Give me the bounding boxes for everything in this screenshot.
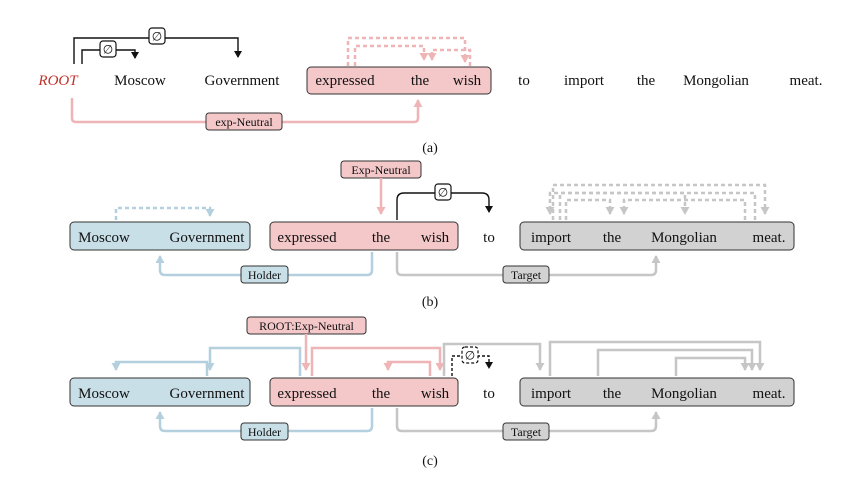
panel-c-word: the xyxy=(372,386,391,402)
panel-c-target-edge-top xyxy=(442,342,545,376)
panel-c-target-edge-top xyxy=(674,356,750,376)
panel-c-word: wish xyxy=(421,386,450,402)
panel-a-root: ROOT xyxy=(37,73,79,89)
panel-b-word: import xyxy=(531,230,572,246)
panel-b-holder-label-box xyxy=(240,265,289,284)
panel-c-caption: (c) xyxy=(422,454,438,469)
panel-b-word: the xyxy=(603,230,622,246)
panel-c-null-arc xyxy=(451,355,493,376)
panel-c-null-box xyxy=(461,346,479,364)
panel-c-holder-label: Holder xyxy=(248,425,281,439)
panel-b-word: meat. xyxy=(753,230,786,246)
panel-a-word: meat. xyxy=(790,73,823,89)
panel-a-dashed-arc-3 xyxy=(427,48,472,66)
panel-a-word: the xyxy=(411,73,430,89)
panel-b-target-dashed-arc xyxy=(619,198,747,220)
panel-a-null-box-outer xyxy=(148,27,166,45)
panel-a-null-symbol-outer: ∅ xyxy=(152,30,162,44)
panel-c-word: Moscow xyxy=(78,386,130,402)
panel-c-word: the xyxy=(603,386,622,402)
panel-b-caption: (b) xyxy=(422,295,439,310)
panel-c-target-label: Target xyxy=(511,425,542,439)
panel-b-target-box xyxy=(519,221,795,251)
panel-c-word: to xyxy=(483,386,495,402)
panel-a-word: to xyxy=(518,73,530,89)
panel-c-target-label-box xyxy=(502,422,550,441)
panel-c-holder-box xyxy=(69,377,251,407)
panel-b-holder-label: Holder xyxy=(248,268,281,282)
panel-a-caption: (a) xyxy=(422,141,438,156)
panel-c-top-label: ROOT:Exp-Neutral xyxy=(259,319,354,333)
panel-a-null-box-inner xyxy=(99,40,117,58)
panel-c-holder-edge-top xyxy=(205,346,302,376)
panel-a-word: Mongolian xyxy=(683,73,749,89)
panel-b-word: Mongolian xyxy=(651,230,717,246)
panel-b-target-dashed-arc xyxy=(545,191,757,220)
panel-b-null-symbol: ∅ xyxy=(438,186,448,200)
panel-c-word: meat. xyxy=(753,386,786,402)
panel-b-top-label: Exp-Neutral xyxy=(351,163,411,177)
panel-c-word: Mongolian xyxy=(651,386,717,402)
panel-b-target-dashed-arc xyxy=(564,198,615,220)
panel-a-word: Government xyxy=(205,73,281,89)
panel-a-expression-box xyxy=(306,66,492,95)
panel-a-word: expressed xyxy=(315,73,375,89)
panel-b-word: to xyxy=(483,230,495,246)
panel-a-exp-label: exp-Neutral xyxy=(215,115,273,129)
panel-b-word: Moscow xyxy=(78,230,130,246)
panel-c-target-edge-top xyxy=(596,348,757,376)
panel-c-holder-edge-top xyxy=(111,360,209,376)
panel-a-dashed-arc-1 xyxy=(346,36,470,66)
panel-b-word: wish xyxy=(421,230,450,246)
panel-c-expression-box xyxy=(269,377,459,407)
panel-b-target-label-box xyxy=(502,265,550,284)
panel-a: ∅ ∅ exp-Neutral ROOT Moscow Government e… xyxy=(37,27,823,156)
panel-c-target-box xyxy=(519,377,795,407)
panel-c-word: import xyxy=(531,386,572,402)
panel-b-word: Government xyxy=(170,230,246,246)
panel-b-null-box xyxy=(434,183,452,201)
panel-b-word: expressed xyxy=(277,230,337,246)
panel-b-word: the xyxy=(372,230,391,246)
panel-c-null-symbol: ∅ xyxy=(465,349,475,363)
panel-b-target-dashed-arc xyxy=(551,183,770,220)
panel-b: Exp-Neutral ∅ Holder Target Moscow Gover… xyxy=(69,160,795,310)
panel-c-word: Government xyxy=(170,386,246,402)
panel-c-target-edge-top xyxy=(548,340,765,376)
panel-c-exp-edge xyxy=(310,346,445,376)
panel-c-holder-label-box xyxy=(240,422,289,441)
panel-a-word: Moscow xyxy=(114,73,166,89)
panel-b-expression-box xyxy=(269,221,459,251)
panel-a-exp-label-box xyxy=(205,112,283,131)
panel-a-null-symbol-inner: ∅ xyxy=(103,43,113,57)
panel-a-dashed-arc-2 xyxy=(353,44,429,66)
panel-c-exp-edge xyxy=(383,360,432,376)
panel-b-target-dashed-arc xyxy=(558,191,690,220)
panel-c-word: expressed xyxy=(277,386,337,402)
panel-b-holder-dashed-arc xyxy=(114,206,215,220)
panel-a-word: the xyxy=(637,73,656,89)
panel-a-word: wish xyxy=(453,73,482,89)
panel-b-target-label: Target xyxy=(511,268,542,282)
panel-c: ROOT:Exp-Neutral ∅ Holder Target Moscow … xyxy=(69,316,795,469)
panel-b-holder-box xyxy=(69,221,251,251)
panel-a-word: import xyxy=(564,73,605,89)
